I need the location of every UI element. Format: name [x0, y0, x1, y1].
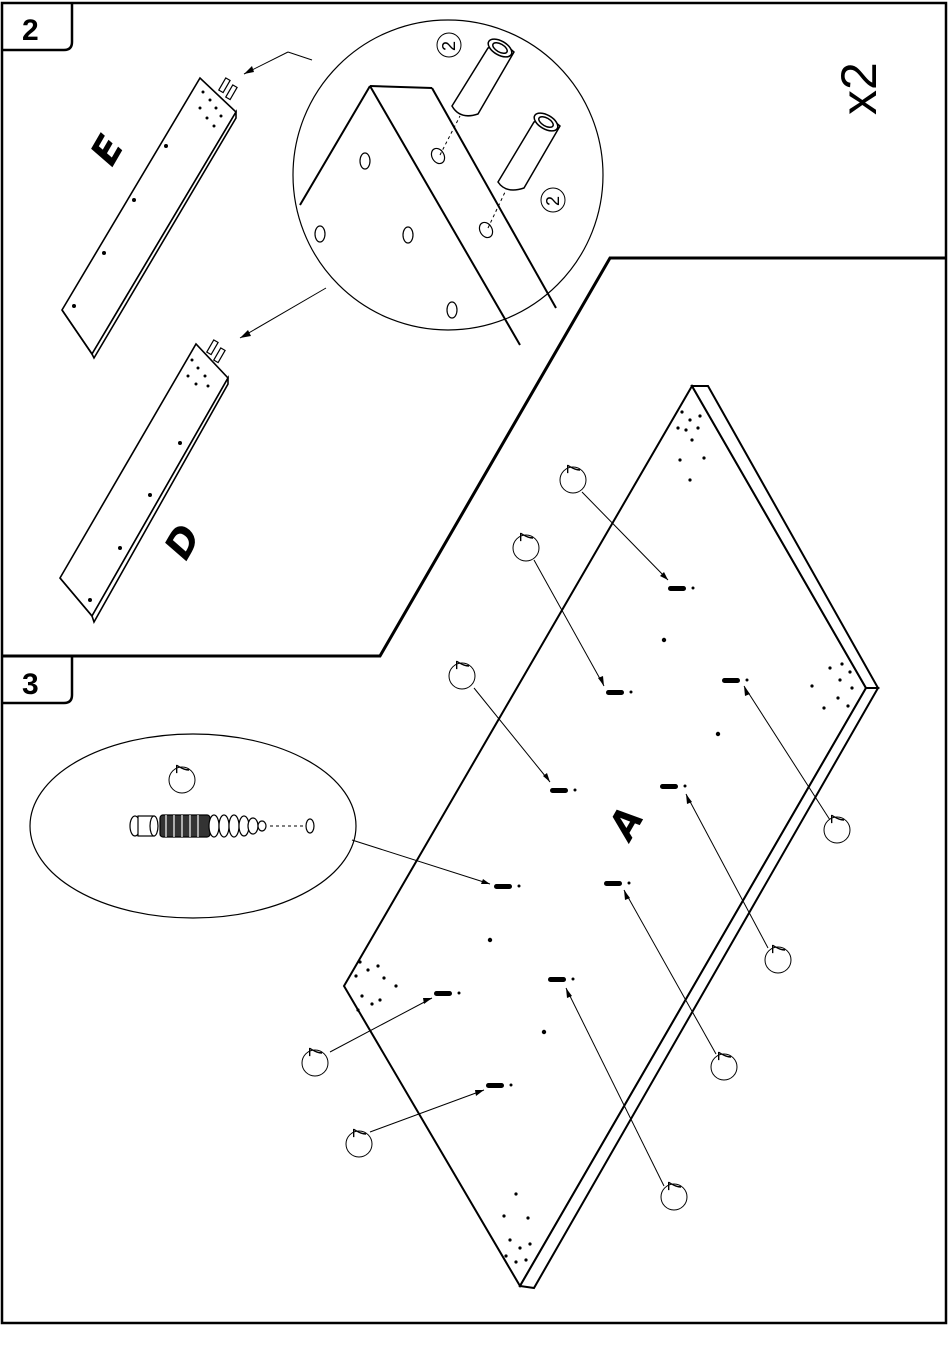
callout-dowel-top: 2: [437, 33, 461, 57]
step-2-number: 2: [22, 14, 39, 47]
cam-bolt-detail: [130, 815, 266, 837]
leader-d-arrow: [240, 330, 251, 338]
callout-cam-8: 7: [306, 1047, 326, 1057]
callout-dowel-bottom: 2: [541, 188, 565, 212]
callout-cam-5: 7: [769, 944, 789, 954]
callout-cam-2: 7: [517, 532, 537, 542]
cam-detail-hole: [306, 819, 314, 833]
callout-cam-9: 7: [350, 1128, 370, 1138]
callout-cam-detail: 7: [173, 764, 193, 774]
panel-d-label: D: [156, 517, 210, 566]
callout-cam-3: 7: [453, 660, 473, 670]
leader-e-arrow: [244, 66, 254, 74]
panel-e-dowels: [219, 78, 237, 100]
callout-cam-4: 7: [828, 814, 848, 824]
callout-dowel-bottom-label: 2: [543, 196, 563, 206]
panel-e: [62, 78, 236, 358]
callout-cam-6: 7: [715, 1051, 735, 1061]
quantity-multiplier: x2: [831, 62, 887, 115]
callout-cam-7: 7: [665, 1181, 685, 1191]
panel-e-label: E: [82, 128, 133, 173]
leader-d: [240, 288, 326, 338]
callout-dowel-top-label: 2: [439, 41, 459, 51]
step-3-number: 3: [22, 668, 39, 701]
detail-magnifier: [293, 20, 603, 330]
panel-d: [60, 344, 228, 622]
callout-cam-1: 7: [564, 464, 584, 474]
